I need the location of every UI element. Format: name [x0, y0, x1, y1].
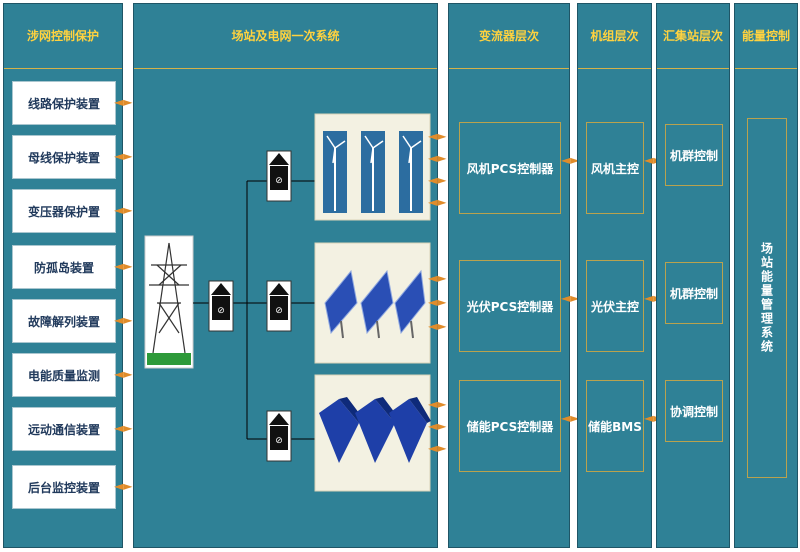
column-energy: 能量控制 场站能量管理系统 [734, 3, 798, 548]
svg-text:⊘: ⊘ [275, 176, 283, 186]
arrow-icon: ◄► [114, 259, 133, 273]
solar-panel-icon [394, 269, 426, 339]
column-title-grid-protection: 涉网控制保护 [4, 4, 122, 69]
arrow-icon: ◄► [428, 151, 447, 165]
device-bus-protection[interactable]: 母线保护装置 [12, 135, 116, 179]
arrow-icon: ◄► [428, 295, 447, 309]
wind-turbine-icon [399, 131, 423, 213]
converter-storage-pcs[interactable]: 储能PCS控制器 [459, 380, 561, 472]
wind-turbine-icon [361, 131, 385, 213]
column-title-converter: 变流器层次 [449, 4, 569, 69]
collection-group-control-1[interactable]: 机群控制 [665, 124, 723, 186]
transmission-tower-icon [149, 242, 189, 354]
arrow-icon: ◄► [561, 153, 580, 167]
arrow-icon: ◄► [114, 313, 133, 327]
arrow-icon: ◄► [561, 411, 580, 425]
column-unit: 机组层次 风机主控 光伏主控 储能BMS [577, 3, 652, 548]
solar-panel-icon [360, 269, 394, 339]
column-grid-protection: 涉网控制保护 线路保护装置 母线保护装置 变压器保护置 防孤岛装置 故障解列装置… [3, 3, 123, 548]
device-fault-splitting[interactable]: 故障解列装置 [12, 299, 116, 343]
svg-text:⊘: ⊘ [275, 436, 283, 446]
arrow-icon: ◄► [114, 149, 133, 163]
converter-pv-pcs[interactable]: 光伏PCS控制器 [459, 260, 561, 352]
arrow-icon: ◄► [428, 397, 447, 411]
switchgear-icon: ⊘ [266, 280, 292, 332]
arrow-icon: ◄► [428, 129, 447, 143]
device-power-quality[interactable]: 电能质量监测 [12, 353, 116, 397]
battery-icon [389, 397, 431, 463]
arrow-icon: ◄► [428, 419, 447, 433]
converter-wind-pcs[interactable]: 风机PCS控制器 [459, 122, 561, 214]
arrow-icon: ◄► [114, 479, 133, 493]
arrow-icon: ◄► [428, 195, 447, 209]
switchgear-icon: ⊘ [266, 410, 292, 462]
column-title-station-grid: 场站及电网一次系统 [134, 4, 437, 69]
collection-group-control-2[interactable]: 机群控制 [665, 262, 723, 324]
column-converter: 变流器层次 风机PCS控制器 光伏PCS控制器 储能PCS控制器 [448, 3, 570, 548]
collection-coordination-control[interactable]: 协调控制 [665, 380, 723, 442]
switchgear-icon: ⊘ [266, 150, 292, 202]
device-backend-monitor[interactable]: 后台监控装置 [12, 465, 116, 509]
svg-text:⊘: ⊘ [275, 306, 283, 316]
switchgear-icon: ⊘ [208, 280, 234, 332]
arrow-icon: ◄► [114, 203, 133, 217]
device-line-protection[interactable]: 线路保护装置 [12, 81, 116, 125]
column-title-unit: 机组层次 [578, 4, 651, 69]
arrow-icon: ◄► [428, 173, 447, 187]
unit-storage-bms[interactable]: 储能BMS [586, 380, 644, 472]
column-collection: 汇集站层次 机群控制 机群控制 协调控制 [656, 3, 730, 548]
arrow-icon: ◄► [561, 291, 580, 305]
energy-management-system[interactable]: 场站能量管理系统 [747, 118, 787, 478]
arrow-icon: ◄► [428, 441, 447, 455]
device-anti-islanding[interactable]: 防孤岛装置 [12, 245, 116, 289]
wind-turbine-icon [323, 131, 347, 213]
column-title-collection: 汇集站层次 [657, 4, 729, 69]
solar-panel-icon [324, 269, 358, 339]
station-schematic: ⊘ ⊘ ⊘ ⊘ [144, 113, 431, 492]
arrow-icon: ◄► [428, 271, 447, 285]
device-transformer-protection[interactable]: 变压器保护置 [12, 189, 116, 233]
arrow-icon: ◄► [114, 95, 133, 109]
device-telecontrol[interactable]: 远动通信装置 [12, 407, 116, 451]
arrow-icon: ◄► [428, 319, 447, 333]
arrow-icon: ◄► [114, 367, 133, 381]
unit-pv-master[interactable]: 光伏主控 [586, 260, 644, 352]
svg-text:⊘: ⊘ [217, 306, 225, 316]
column-title-energy: 能量控制 [735, 4, 797, 69]
arrow-icon: ◄► [114, 421, 133, 435]
unit-wind-master[interactable]: 风机主控 [586, 122, 644, 214]
